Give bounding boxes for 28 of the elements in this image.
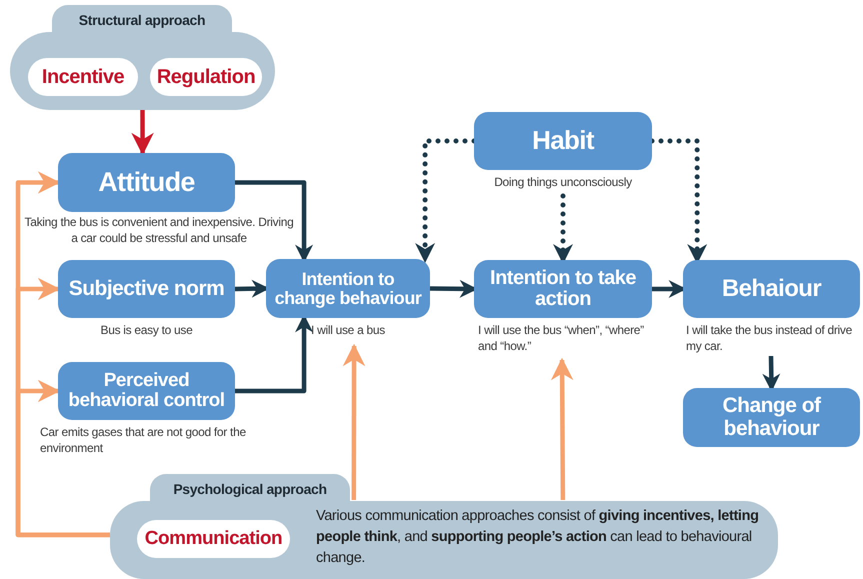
approach-pill: Communication: [137, 520, 290, 558]
stage-box: Subjective norm: [58, 260, 235, 318]
panel-heading: Psychological approach: [172, 480, 328, 499]
node-caption: I will use a bus: [310, 322, 386, 338]
node-caption: Taking the bus is convenient and inexpensive. Driving a car could be stressful and unsafe: [24, 214, 294, 246]
stage-box: Intention to change behaviour: [266, 259, 430, 318]
approach-panel: [110, 474, 778, 579]
stage-box: Attitude: [58, 153, 235, 212]
arrow: [342, 344, 366, 500]
approach-pill: Incentive: [28, 58, 138, 96]
arrow: [415, 138, 476, 263]
approach-pill: Regulation: [150, 58, 262, 96]
stage-box: Change of behaviour: [683, 388, 860, 447]
stage-box: Perceived behavioral control: [58, 362, 235, 420]
arrow: [131, 110, 154, 156]
description-text: Various communication approaches consist of giving incentives, letting people think, and supporting people’s action can lead to behavioural change.: [316, 507, 760, 568]
stage-box: Habit: [474, 112, 652, 170]
node-caption: Doing things unconsciously: [493, 174, 633, 190]
node-caption: I will use the bus “when”, “where” and “how.”: [478, 322, 645, 354]
stage-box: Intention to take action: [474, 260, 652, 318]
arrow: [550, 358, 574, 500]
node-caption: I will take the bus instead of drive my car.: [686, 322, 853, 354]
stage-box: Behaiour: [683, 260, 860, 318]
node-caption: Car emits gases that are not good for the environment: [40, 424, 247, 456]
arrow: [16, 380, 110, 538]
approach-panel: [10, 5, 275, 110]
node-caption: Bus is easy to use: [100, 322, 194, 338]
panel-heading: Structural approach: [78, 11, 206, 30]
